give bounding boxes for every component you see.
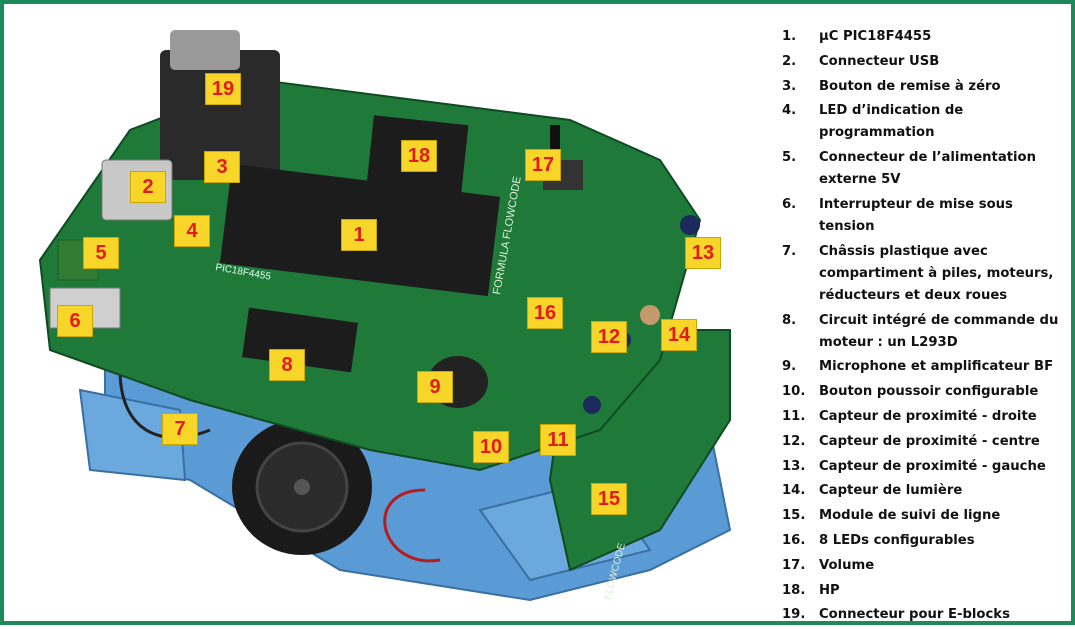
callout-12: 12: [592, 322, 626, 352]
legend-text: Interrupteur de mise sous tension: [819, 196, 1013, 234]
legend-text: Volume: [819, 557, 875, 573]
legend-number: 12.: [782, 433, 806, 449]
legend-number: 15.: [782, 508, 806, 524]
legend-text: Capteur de proximité - gauche: [819, 458, 1046, 474]
legend-item: 19. Connecteur pour E-blocks: [782, 604, 1072, 626]
robot-photo: PIC18F4455 FORMULA FLOWCODE FLOWCODE: [38, 30, 732, 602]
callout-9: 9: [418, 372, 452, 402]
callout-6: 6: [58, 306, 92, 336]
legend-text: Connecteur de l’alimentation externe 5V: [819, 150, 1037, 188]
callout-3: 3: [205, 152, 239, 182]
legend-text: Châssis plastique avec compartiment à pi…: [819, 243, 1054, 303]
callout-4: 4: [175, 216, 209, 246]
legend-item: 13. Capteur de proximité - gauche: [782, 456, 1072, 478]
legend-text: Module de suivi de ligne: [819, 508, 1001, 524]
legend-item: 6. Interrupteur de mise sous tension: [782, 194, 1072, 238]
legend-list: 1. µC PIC18F4455 2. Connecteur USB 3. Bouto…: [782, 26, 1072, 629]
legend-text: Bouton poussoir configurable: [819, 384, 1039, 400]
legend-text: Microphone et amplificateur BF: [819, 359, 1054, 375]
callout-15: 15: [592, 484, 626, 514]
legend-item: 11. Capteur de proximité - droite: [782, 406, 1072, 428]
callout-10: 10: [474, 432, 508, 462]
legend-item: 1. µC PIC18F4455: [782, 26, 1072, 48]
legend-item: 9. Microphone et amplificateur BF: [782, 356, 1072, 378]
callout-5: 5: [84, 238, 118, 268]
legend-text: Capteur de proximité - droite: [819, 408, 1037, 424]
legend-item: 15. Module de suivi de ligne: [782, 505, 1072, 527]
callout-13: 13: [686, 238, 720, 268]
legend-number: 4.: [782, 103, 797, 119]
legend-item: 5. Connecteur de l’alimentation externe 5…: [782, 147, 1072, 191]
callout-8: 8: [270, 350, 304, 380]
callout-16: 16: [528, 298, 562, 328]
legend-text: Bouton de remise à zéro: [819, 78, 1001, 94]
legend-item: 7. Châssis plastique avec compartiment à …: [782, 241, 1072, 307]
legend-text: µC PIC18F4455: [819, 29, 932, 44]
legend-item: 18. HP: [782, 580, 1072, 602]
legend-text: Capteur de proximité - centre: [819, 433, 1040, 449]
legend-number: 6.: [782, 196, 797, 212]
db9-connector: [160, 50, 280, 180]
callout-7: 7: [163, 414, 197, 444]
legend-item: 3. Bouton de remise à zéro: [782, 76, 1072, 98]
legend-item: 14. Capteur de lumière: [782, 480, 1072, 502]
legend-number: 11.: [782, 408, 806, 424]
legend-item: 8. Circuit intégré de commande du moteur …: [782, 310, 1072, 354]
legend-text: 8 LEDs configurables: [819, 532, 975, 548]
legend-item: 10. Bouton poussoir configurable: [782, 381, 1072, 403]
legend-number: 18.: [782, 582, 806, 598]
callout-17: 17: [526, 150, 560, 180]
legend-number: 10.: [782, 384, 806, 400]
legend-number: 2.: [782, 53, 797, 69]
legend-item: 2. Connecteur USB: [782, 51, 1072, 73]
callout-11: 11: [541, 425, 575, 455]
legend-item: 12. Capteur de proximité - centre: [782, 431, 1072, 453]
legend-number: 17.: [782, 557, 806, 573]
callout-18: 18: [402, 141, 436, 171]
legend-number: 19.: [782, 607, 806, 623]
legend-number: 7.: [782, 243, 797, 259]
legend-number: 3.: [782, 78, 797, 94]
callout-14: 14: [662, 320, 696, 350]
legend-text: Connecteur USB: [819, 53, 940, 69]
legend-number: 9.: [782, 359, 797, 375]
callout-2: 2: [131, 172, 165, 202]
callout-1: 1: [342, 220, 376, 250]
legend-text: Circuit intégré de commande du moteur : …: [819, 312, 1059, 350]
legend-item: 16. 8 LEDs configurables: [782, 530, 1072, 552]
legend-item: 17. Volume: [782, 555, 1072, 577]
legend-number: 16.: [782, 532, 806, 548]
legend-number: 14.: [782, 483, 806, 499]
legend-text: LED d’indication de programmation: [819, 103, 964, 141]
legend-number: 8.: [782, 312, 797, 328]
callout-19: 19: [206, 74, 240, 104]
legend-item: 4. LED d’indication de programmation: [782, 100, 1072, 144]
legend-text: Connecteur pour E-blocks: [819, 607, 1010, 623]
legend-number: 1.: [782, 29, 797, 44]
legend-text: HP: [819, 582, 840, 598]
legend-text: Capteur de lumière: [819, 483, 963, 499]
legend-number: 5.: [782, 150, 797, 166]
legend-number: 13.: [782, 458, 806, 474]
